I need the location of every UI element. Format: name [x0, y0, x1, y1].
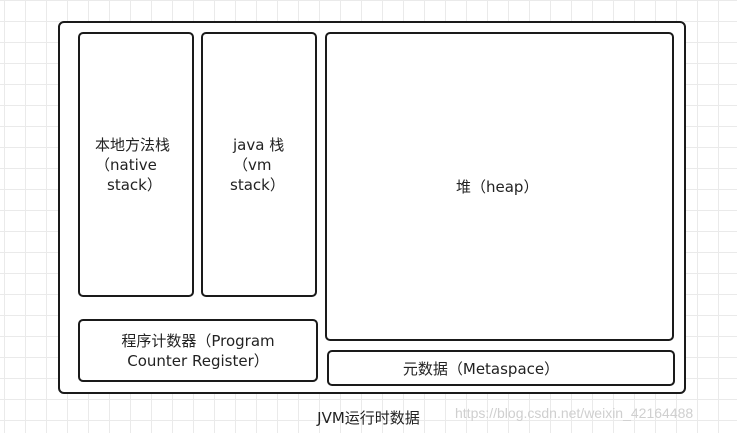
heap-box: [325, 32, 674, 341]
program-counter-label: 程序计数器（Program Counter Register）: [78, 331, 318, 371]
java-stack-box: [201, 32, 317, 297]
program-counter-line-2: Counter Register）: [127, 352, 269, 370]
native-stack-line-2: （native: [95, 156, 157, 174]
native-method-stack-box: [78, 32, 194, 297]
diagram-caption: JVM运行时数据: [317, 409, 420, 427]
native-method-stack-label: 本地方法栈 （native stack）: [95, 135, 170, 195]
program-counter-box: [78, 319, 318, 382]
native-stack-line-1: 本地方法栈: [95, 136, 171, 154]
heap-label: 堆（heap）: [456, 178, 539, 196]
metaspace-box: [327, 350, 675, 386]
java-stack-line-2: （vm: [233, 156, 272, 174]
java-stack-line-1: java 栈: [233, 136, 285, 154]
java-stack-line-3: stack）: [230, 176, 285, 194]
metaspace-label: 元数据（Metaspace）: [402, 360, 560, 378]
native-stack-line-3: stack）: [107, 176, 162, 194]
java-stack-label: java 栈 （vm stack）: [230, 135, 285, 195]
program-counter-line-1: 程序计数器（Program: [121, 332, 275, 350]
watermark: https://blog.csdn.net/weixin_42164488: [455, 405, 694, 421]
